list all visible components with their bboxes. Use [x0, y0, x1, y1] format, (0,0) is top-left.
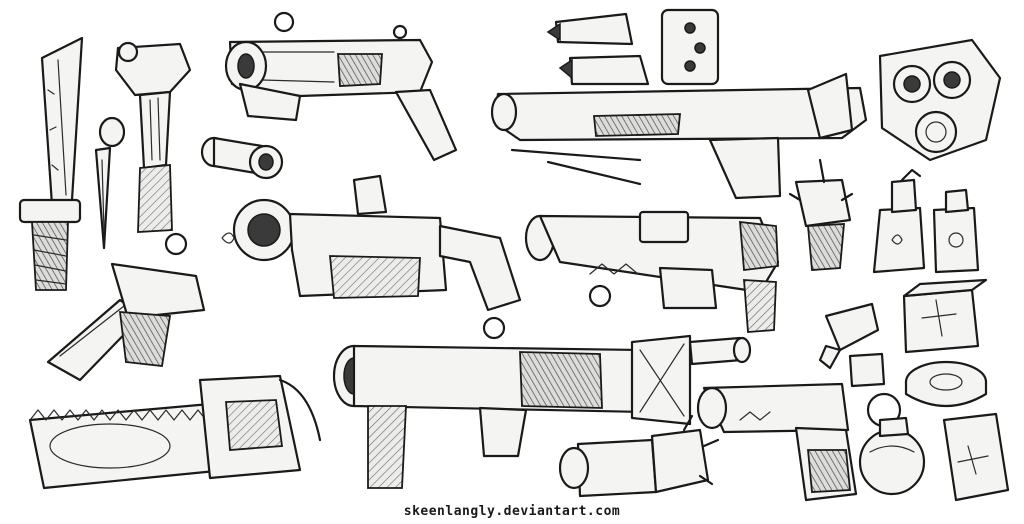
health-canister-sketch: [942, 412, 1010, 502]
medkit-sketch: [902, 278, 988, 354]
machete-sketch: [18, 36, 84, 291]
molotov-bottle-sketch: [872, 168, 926, 274]
grenade-canister-sketch: [558, 414, 720, 498]
blaster-pistol-sketch: [524, 210, 780, 333]
flamethrower-sketch: [221, 174, 522, 340]
wrapped-club-sketch: [114, 41, 192, 233]
frag-grenade-sketch: [858, 392, 926, 496]
bottle-skull-sketch: [932, 188, 980, 274]
tape-roll-sketch: [904, 360, 988, 408]
watermark-credit: skeenlangly.deviantart.com: [403, 504, 621, 519]
bullet-pair-sketch: [688, 336, 752, 366]
chainsaw-sketch: [28, 374, 322, 490]
pistol-sketch: [696, 382, 858, 502]
small-knife-sketch: [94, 116, 126, 250]
rocket-launcher-sketch: [332, 334, 692, 489]
smg-sketch: [224, 11, 458, 162]
injector-sketch: [818, 302, 886, 388]
bullets-top-sketch: [546, 22, 573, 80]
assault-rifle-sketch: [490, 8, 868, 200]
gas-mask-sketch: [878, 38, 1002, 162]
pipe-fittings-sketch: [200, 136, 284, 180]
spiked-grenade-sketch: [788, 158, 854, 271]
combat-knife-sketch: [46, 232, 206, 382]
